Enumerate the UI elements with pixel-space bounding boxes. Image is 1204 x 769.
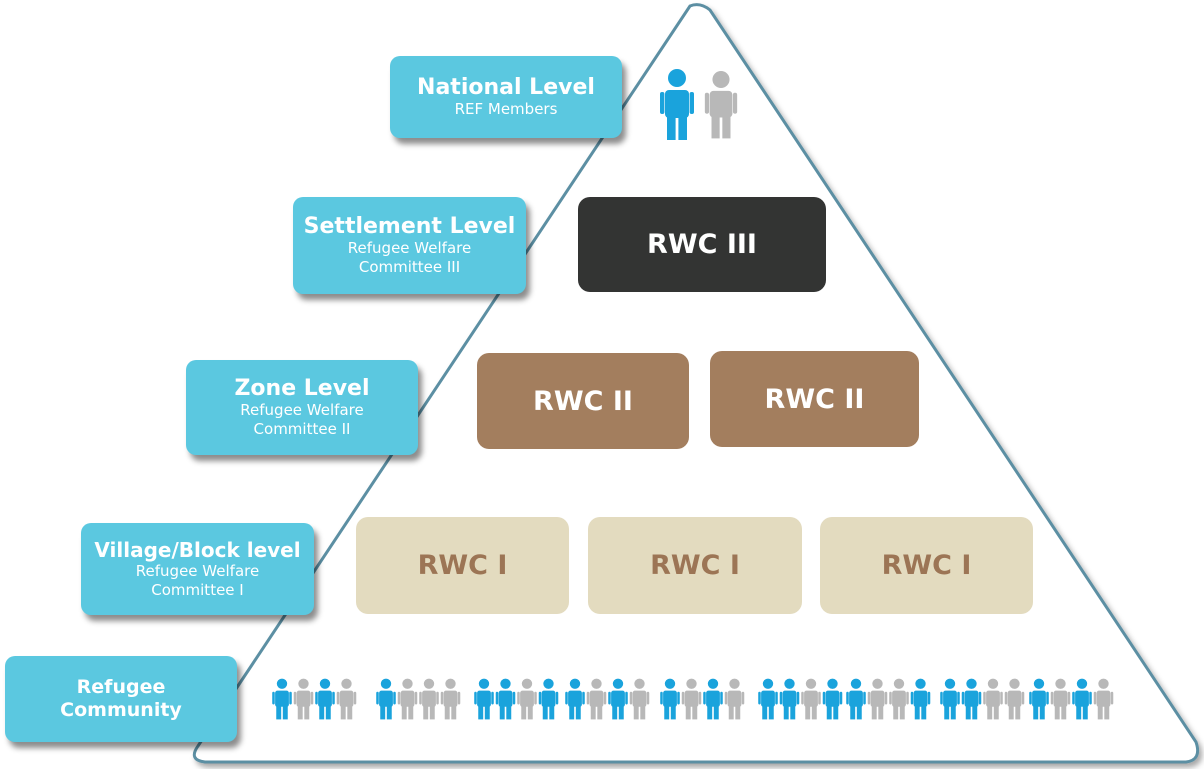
person-blue-icon (758, 678, 778, 720)
person-grey-icon (419, 678, 439, 720)
person-grey-icon (397, 678, 418, 720)
person-blue-icon (779, 678, 800, 720)
person-blue-icon (1029, 678, 1049, 720)
settlement-level-subtitle-line2: Committee III (358, 257, 461, 276)
village-block-level-title: Village/Block level (94, 538, 301, 562)
person-grey-icon (724, 678, 745, 720)
person-blue-icon (910, 678, 931, 720)
person-grey-icon (1004, 678, 1025, 720)
rwc-ii-box: RWC II (710, 351, 919, 447)
zone-level-label: Zone Level Refugee Welfare Committee II (186, 360, 418, 455)
person-blue-icon (315, 678, 335, 720)
person-grey-icon (983, 678, 1003, 720)
zone-level-subtitle-line2: Committee II (253, 419, 351, 438)
village-block-level-subtitle-line2: Committee I (151, 581, 244, 599)
person-grey-icon (1093, 678, 1114, 720)
rwc-i-box: RWC I (820, 517, 1033, 614)
rwc-i-box: RWC I (588, 517, 802, 614)
zone-level-subtitle-line1: Refugee Welfare (240, 400, 364, 419)
person-blue-icon (495, 678, 516, 720)
person-blue-icon (940, 678, 960, 720)
person-blue-icon (703, 678, 723, 720)
person-blue-icon (961, 678, 982, 720)
settlement-level-label: Settlement Level Refugee Welfare Committ… (293, 197, 526, 294)
person-grey-icon (681, 678, 702, 720)
person-grey-icon (889, 678, 909, 720)
rwc-iii-box: RWC III (578, 197, 826, 292)
rwc-ii-box: RWC II (477, 353, 689, 449)
person-blue-icon (474, 678, 494, 720)
person-blue-icon (660, 69, 694, 140)
person-grey-icon (517, 678, 537, 720)
refugee-community-title-line2: Community (60, 699, 182, 721)
refugee-community-title-line1: Refugee (76, 676, 166, 698)
person-grey-icon (293, 678, 314, 720)
person-blue-icon (1072, 678, 1092, 720)
person-grey-icon (867, 678, 888, 720)
person-grey-icon (586, 678, 607, 720)
person-grey-icon (629, 678, 650, 720)
settlement-level-title: Settlement Level (303, 213, 516, 239)
national-level-title: National Level (417, 74, 595, 100)
person-blue-icon (272, 678, 292, 720)
zone-level-title: Zone Level (234, 375, 370, 401)
person-grey-icon (336, 678, 357, 720)
person-blue-icon (846, 678, 866, 720)
person-blue-icon (822, 678, 843, 720)
settlement-level-subtitle-line1: Refugee Welfare (347, 238, 472, 257)
national-level-label: National Level REF Members (390, 56, 622, 138)
person-grey-icon (704, 70, 738, 139)
person-grey-icon (1050, 678, 1071, 720)
village-block-level-label: Village/Block level Refugee Welfare Comm… (81, 523, 314, 615)
person-blue-icon (660, 678, 680, 720)
rwc-i-box: RWC I (356, 517, 569, 614)
person-blue-icon (538, 678, 559, 720)
person-blue-icon (565, 678, 585, 720)
person-grey-icon (801, 678, 821, 720)
person-grey-icon (440, 678, 461, 720)
refugee-community-label: Refugee Community (5, 656, 237, 742)
person-blue-icon (608, 678, 628, 720)
national-level-subtitle: REF Members (454, 99, 558, 118)
person-blue-icon (376, 678, 396, 720)
village-block-level-subtitle-line1: Refugee Welfare (135, 562, 260, 580)
